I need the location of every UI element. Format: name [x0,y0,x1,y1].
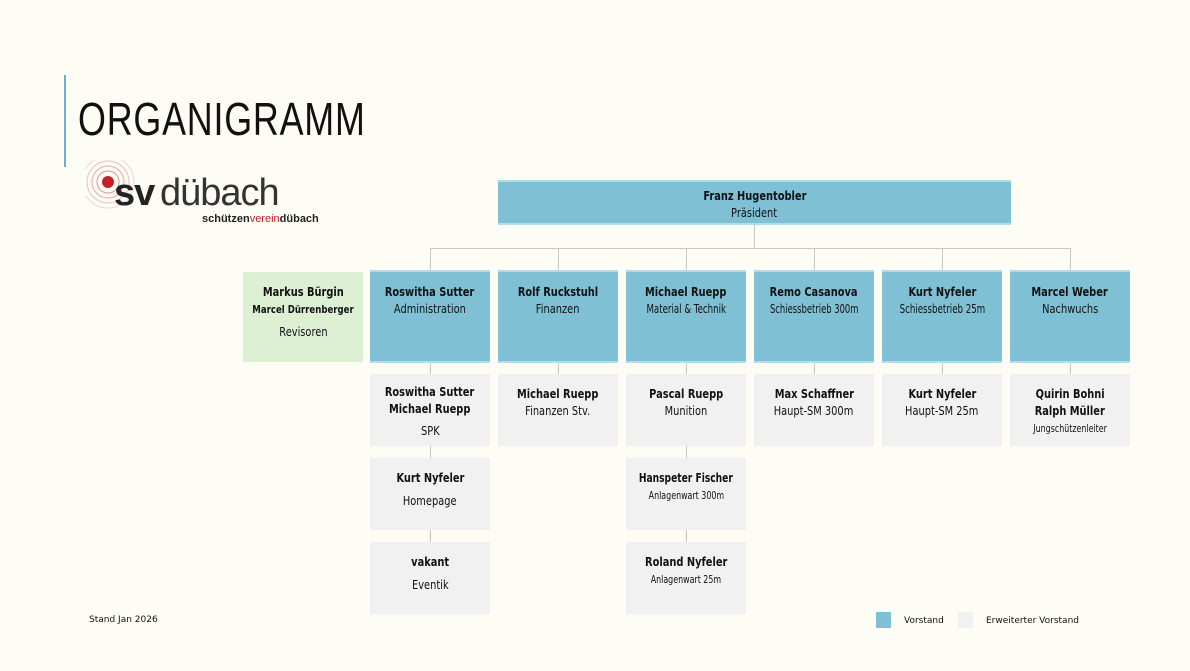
member-name: Michael Ruepp [389,402,471,416]
legend-swatch-vorstand [876,612,891,628]
vorstand-name: Roswitha Sutter [385,285,475,299]
erweitert-box-munition: Pascal Ruepp Munition [626,374,746,446]
vorstand-role: Administration [393,302,467,316]
connector-25m-sub [942,362,943,374]
member-role: Finanzen Stv. [525,404,591,418]
footer-stand: Stand Jan 2026 [89,615,158,625]
member-name: Max Schaffner [774,387,854,401]
page-title: ORGANIGRAMM [78,93,366,145]
legend-label-erweitert: Erweiterter Vorstand [986,616,1079,626]
connector-horizontal-bus [430,248,1070,249]
target-rings-icon [86,160,135,209]
member-role: Munition [664,404,708,418]
connector-material-sub [686,362,687,542]
member-role: Homepage [403,494,457,508]
member-name: Ralph Müller [1034,404,1106,418]
club-logo: sv dübach schützenvereindübach [86,160,356,230]
president-role: Präsident [731,206,778,220]
erweitert-box-spk: Roswitha Sutter Michael Ruepp SPK [370,374,490,446]
vorstand-name: Kurt Nyfeler [908,285,976,299]
erweitert-box-anlagenwart-25: Roland Nyfeler Anlagenwart 25m [626,542,746,614]
connector-drop-4 [814,248,815,271]
member-name: Kurt Nyfeler [396,471,464,485]
vorstand-role: Schiessbetrieb 300m [769,302,859,316]
connector-drop-3 [686,248,687,271]
revisoren-role: Revisoren [278,325,328,339]
logo-subtitle: schützenvereindübach [202,213,319,225]
erweitert-box-jungschuetzen: Quirin Bohni Ralph Müller Jungschützenle… [1010,374,1130,446]
vorstand-box-material: Michael Ruepp Material & Technik [626,270,746,363]
member-name: vakant [411,555,449,569]
connector-finanzen-sub [558,362,559,374]
member-name: Pascal Ruepp [648,387,724,401]
vorstand-name: Marcel Weber [1031,285,1109,299]
member-name: Hanspeter Fischer [639,471,734,485]
member-name: Roswitha Sutter [385,385,475,399]
vorstand-name: Rolf Ruckstuhl [517,285,599,299]
legend-label-vorstand: Vorstand [904,616,944,626]
member-name: Roland Nyfeler [644,555,728,569]
erweitert-box-eventik: vakant Eventik [370,542,490,614]
connector-nachwuchs-sub [1070,362,1071,374]
connector-drop-1 [430,248,431,271]
member-role: Anlagenwart 25m [650,573,722,586]
member-role: SPK [420,424,440,438]
member-role: Anlagenwart 300m [648,489,724,502]
member-name: Quirin Bohni [1035,387,1105,401]
connector-300m-sub [814,362,815,374]
logo-sv-text: sv [114,172,155,214]
member-name: Kurt Nyfeler [908,387,976,401]
member-role: Haupt-SM 300m [774,404,854,418]
vorstand-role: Schiessbetrieb 25m [899,302,985,316]
vorstand-role: Finanzen [536,302,580,316]
title-accent-bar [64,75,66,167]
member-role: Haupt-SM 25m [905,404,979,418]
legend-swatch-erweitert [958,612,973,628]
president-box: Franz Hugentobler Präsident [498,180,1011,225]
vorstand-name: Remo Casanova [770,285,858,299]
connector-drop-2 [558,248,559,271]
member-role: Eventik [411,578,449,592]
vorstand-role: Nachwuchs [1041,302,1099,316]
vorstand-role: Material & Technik [646,302,726,316]
vorstand-box-nachwuchs: Marcel Weber Nachwuchs [1010,270,1130,363]
vorstand-name: Michael Ruepp [645,285,727,299]
revisoren-box: Markus Bürgin Marcel Dürrenberger Reviso… [243,272,363,362]
erweitert-box-anlagenwart-300: Hanspeter Fischer Anlagenwart 300m [626,458,746,530]
connector-admin-sub [430,362,431,542]
erweitert-box-homepage: Kurt Nyfeler Homepage [370,458,490,530]
revisor-name-1: Markus Bürgin [262,285,344,299]
erweitert-box-haupt-sm-25: Kurt Nyfeler Haupt-SM 25m [882,374,1002,446]
erweitert-box-haupt-sm-300: Max Schaffner Haupt-SM 300m [754,374,874,446]
connector-drop-6 [1070,248,1071,271]
vorstand-box-schiess25: Kurt Nyfeler Schiessbetrieb 25m [882,270,1002,363]
president-name: Franz Hugentobler [702,189,807,203]
member-name: Michael Ruepp [517,387,599,401]
member-role: Jungschützenleiter [1033,422,1107,435]
logo-place-text: dübach [160,172,280,214]
vorstand-box-finanzen: Rolf Ruckstuhl Finanzen [498,270,618,363]
connector-drop-5 [942,248,943,271]
revisor-name-2: Marcel Dürrenberger [252,303,354,316]
connector-president-down [754,224,755,248]
vorstand-box-administration: Roswitha Sutter Administration [370,270,490,363]
erweitert-box-finanzen-stv: Michael Ruepp Finanzen Stv. [498,374,618,446]
vorstand-box-schiess300: Remo Casanova Schiessbetrieb 300m [754,270,874,363]
